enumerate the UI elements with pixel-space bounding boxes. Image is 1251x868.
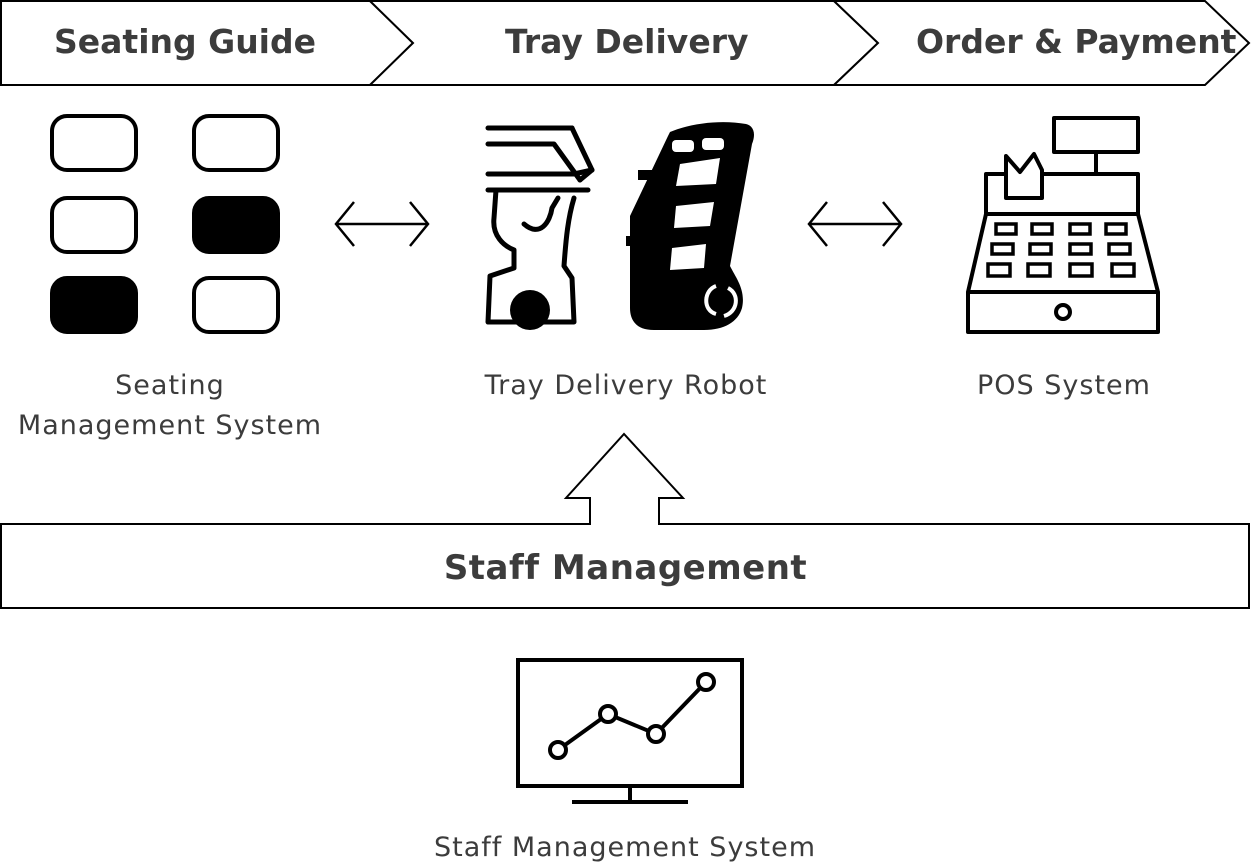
double-arrow-icon <box>807 201 903 247</box>
double-arrow-icon <box>334 201 430 247</box>
monitor-chart-icon <box>516 658 744 804</box>
staff-management-bar <box>0 432 1250 609</box>
cash-register-icon <box>966 116 1160 334</box>
staff-system-caption: Staff Management System <box>434 832 816 863</box>
flow-step-order-shape <box>831 0 1251 86</box>
robot-caption: Tray Delivery Robot <box>484 370 768 401</box>
flow-step-tray-label: Tray Delivery <box>505 22 749 61</box>
seating-system-caption-line1: Seating <box>115 370 225 401</box>
seating-system-caption-line2: Management System <box>17 410 323 441</box>
seating-system-caption: Seating Management System <box>0 366 340 446</box>
flow-step-seating-label: Seating Guide <box>54 22 317 61</box>
flow-chevrons <box>0 0 1251 86</box>
delivery-robot-icon <box>485 122 754 330</box>
flow-step-order-label: Order & Payment <box>916 22 1237 61</box>
staff-management-label: Staff Management <box>443 548 808 588</box>
pos-caption: POS System <box>977 370 1151 401</box>
seat-grid-icon <box>50 114 280 334</box>
